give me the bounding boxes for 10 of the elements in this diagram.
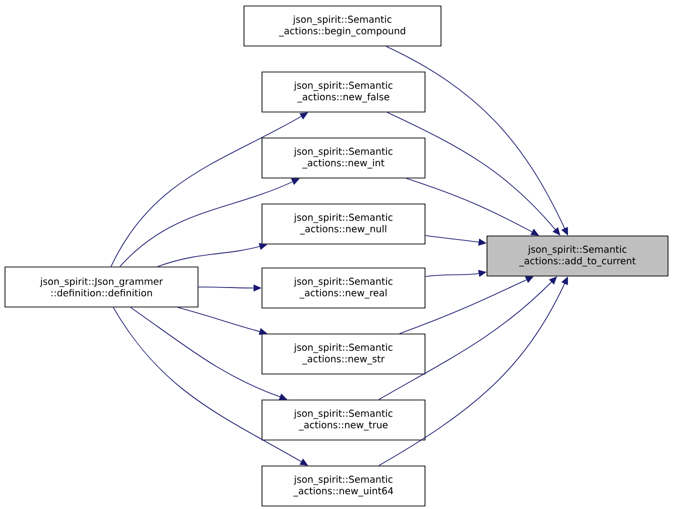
function-box: json_spirit::Semantic _actions::new_int: [262, 138, 426, 178]
function-box: json_spirit::Semantic _actions::new_false: [262, 72, 426, 112]
function-box: json_spirit::Semantic _actions::new_str: [262, 334, 426, 374]
function-box: json_spirit::Semantic _actions::new_true: [262, 400, 426, 440]
function-box: json_spirit::Semantic _actions::new_uint64: [262, 466, 426, 506]
function-box: json_spirit::Json_grammer ::definition::definition: [4, 266, 198, 308]
function-box: json_spirit::Semantic _actions::begin_compound: [244, 6, 442, 46]
function-box: json_spirit::Semantic _actions::new_real: [262, 268, 426, 308]
function-box: json_spirit::Semantic _actions::new_null: [262, 204, 426, 244]
function-box: json_spirit::Semantic _actions::add_to_current: [486, 236, 668, 276]
